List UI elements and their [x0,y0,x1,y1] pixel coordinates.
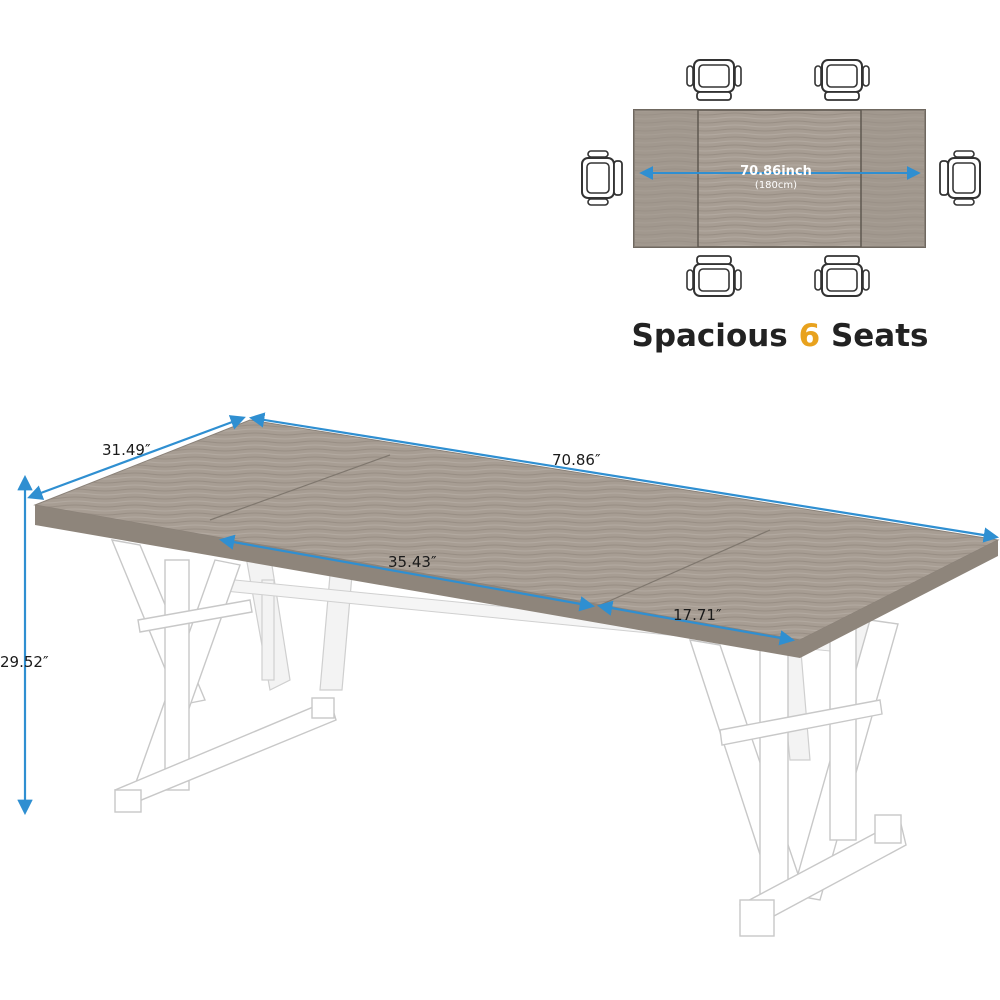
table-illustration: 31.49″ 70.86″ 29.52″ 35.43″ 17.71″ [0,412,1000,937]
end-panel-label: 17.71″ [673,606,722,624]
chair-icon [686,59,742,101]
left-leg-frame [110,539,337,813]
depth-label: 31.49″ [102,441,151,459]
caption-prefix: Spacious [631,318,788,354]
plan-length-label: 70.86inch [740,164,812,179]
center-panel-label: 35.43″ [388,553,437,571]
end-panel-arrow [596,600,796,646]
depth-arrow [27,415,246,500]
caption-suffix: Seats [830,318,929,354]
height-label: 29.52″ [0,653,49,671]
top-view: 70.86inch (180cm) [581,59,981,297]
chair-icon [939,150,981,206]
dimension-arrows [17,412,1000,816]
length-label: 70.86″ [552,451,601,469]
caption-seat-count: 6 [798,318,821,354]
chair-icon [814,255,870,297]
seats-caption: Spacious 6 Seats [600,318,960,354]
length-arrow [248,412,1000,543]
chair-icon [686,255,742,297]
center-panel-arrow [218,534,596,612]
chair-icon [581,150,623,206]
chair-icon [814,59,870,101]
right-leg-frame [688,619,907,937]
plan-length-metric: (180cm) [755,180,797,191]
